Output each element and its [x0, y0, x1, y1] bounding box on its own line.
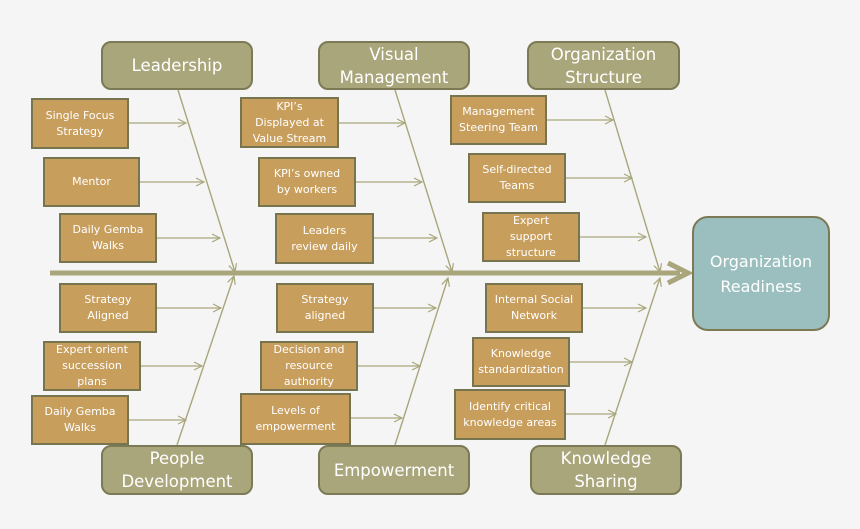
category-organization-structure: Organization Structure	[527, 41, 680, 90]
cause-box: Strategy aligned	[276, 283, 374, 333]
bone-organization-structure	[604, 89, 660, 272]
cause-box: Mentor	[43, 157, 140, 207]
cause-box: Decision and resource authority	[260, 341, 358, 391]
cause-box: Single Focus Strategy	[31, 98, 129, 149]
category-visual-management: Visual Management	[318, 41, 470, 90]
category-people-development: People Development	[101, 445, 253, 495]
bone-visual-management	[394, 89, 452, 272]
cause-box: Daily Gemba Walks	[31, 395, 129, 445]
cause-box: Self-directed Teams	[468, 153, 566, 203]
cause-box: Expert support structure	[482, 212, 580, 262]
category-leadership: Leadership	[101, 41, 253, 90]
cause-box: Expert orient succession plans	[43, 341, 141, 391]
bone-empowerment	[394, 278, 448, 446]
cause-box: Leaders review daily	[275, 213, 374, 264]
cause-box: Strategy Aligned	[59, 283, 157, 333]
category-knowledge-sharing: Knowledge Sharing	[530, 445, 682, 495]
cause-box: Levels of empowerment	[240, 393, 351, 445]
cause-box: Identify critical knowledge areas	[454, 389, 566, 440]
cause-box: KPI’s owned by workers	[258, 157, 356, 207]
bone-leadership	[177, 89, 235, 272]
cause-box: Management Steering Team	[450, 95, 547, 145]
cause-box: Knowledge standardization	[472, 337, 570, 387]
cause-box: Daily Gemba Walks	[59, 213, 157, 263]
category-empowerment: Empowerment	[318, 445, 470, 495]
effect-organization-readiness: Organization Readiness	[692, 216, 830, 331]
spine-arrowhead-icon	[666, 260, 694, 286]
cause-box: Internal Social Network	[485, 283, 583, 333]
cause-box: KPI’s Displayed at Value Stream	[240, 97, 339, 148]
